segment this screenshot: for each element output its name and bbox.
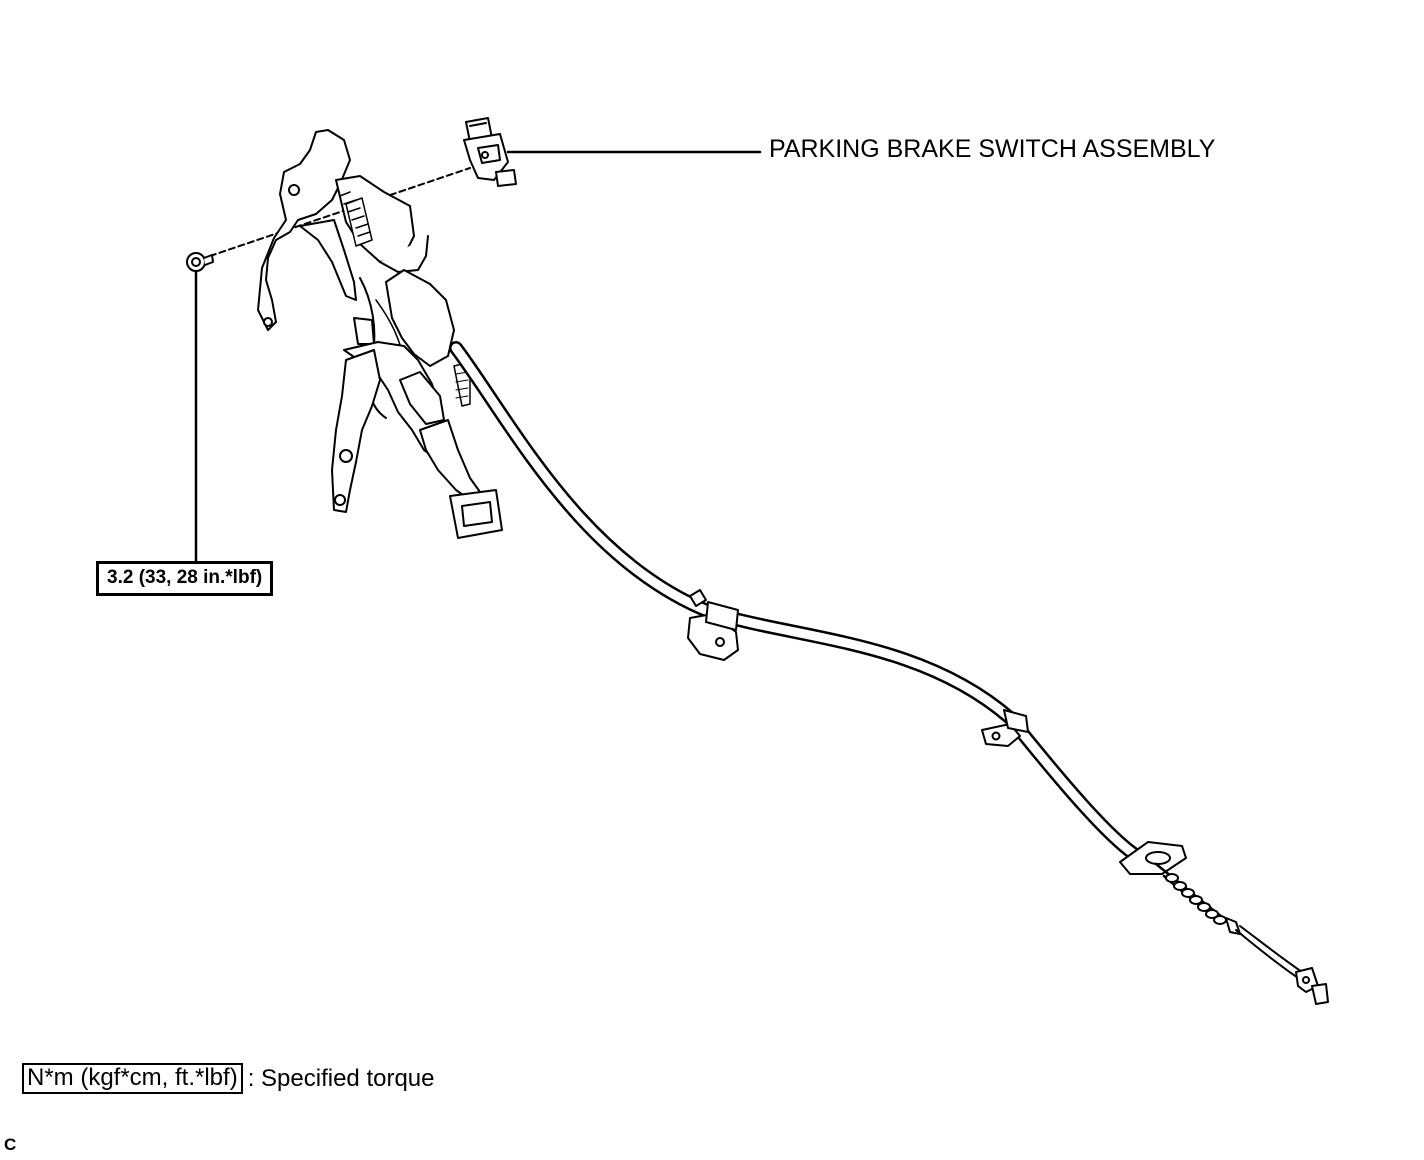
cable-end-fitting [1119,841,1329,1005]
switch-callout-label: PARKING BRAKE SWITCH ASSEMBLY [769,135,1216,163]
corner-mark: C [4,1135,17,1154]
cable-clamps [687,589,1029,747]
leader-lines [194,150,762,564]
bolt-dashed-line [209,167,471,257]
pedal-bracket-assembly [257,129,503,539]
torque-legend: N*m (kgf*cm, ft.*lbf) : Specified torque [22,1063,435,1094]
parking-brake-switch [463,117,517,187]
bolt [186,252,214,272]
legend-description: : Specified torque [247,1064,435,1092]
legend-unit-box: N*m (kgf*cm, ft.*lbf) [22,1063,243,1094]
parking-brake-cable [449,341,1147,865]
torque-spec-box: 3.2 (33, 28 in.*lbf) [96,561,274,596]
